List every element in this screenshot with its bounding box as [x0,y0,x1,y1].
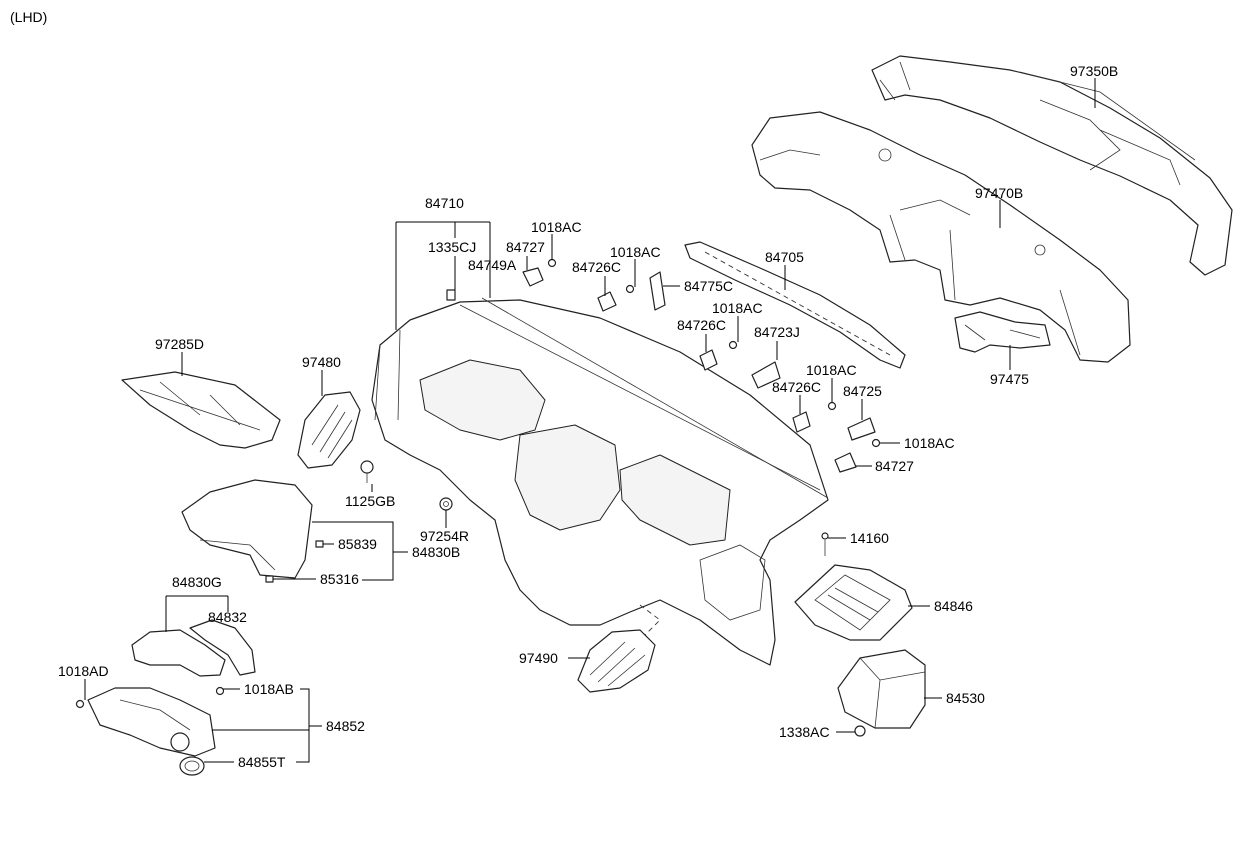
label-97490: 97490 [519,650,558,666]
ring-84855t-part [179,756,205,776]
glove-box-part [794,532,913,641]
label-84726C-3: 84726C [772,379,821,395]
label-84775C: 84775C [684,278,733,294]
label-84830B: 84830B [412,544,460,560]
variant-label: (LHD) [10,9,47,25]
label-1335CJ: 1335CJ [428,239,476,255]
label-1018AB: 1018AB [244,681,294,697]
label-84830G: 84830G [172,574,222,590]
label-1018AC-2: 1018AC [610,244,661,260]
label-97475: 97475 [990,371,1029,387]
label-1018AC-5: 1018AC [904,435,955,451]
label-97254R: 97254R [420,528,469,544]
label-85839: 85839 [338,536,377,552]
lower-panel-part [121,371,281,449]
label-1018AC-3: 1018AC [712,300,763,316]
label-84723J: 84723J [754,324,800,340]
label-84855T: 84855T [238,754,286,770]
clip-97254r-part [439,497,453,511]
vent-left-part [297,391,361,469]
vent-center-part [577,629,656,693]
column-shroud-upper-part [131,619,256,677]
label-84726C-2: 84726C [677,317,726,333]
label-14160: 14160 [850,530,889,546]
label-1338AC: 1338AC [779,724,830,740]
label-85316: 85316 [320,571,359,587]
passenger-airbag-part [837,649,926,737]
label-97480: 97480 [302,354,341,370]
bracket-hardware-part [446,258,881,473]
part-labels: 97350B 97470B 97475 84710 1335CJ 84749A … [58,63,1118,770]
label-1125GB: 1125GB [345,493,395,509]
label-84726C-1: 84726C [572,259,621,275]
label-84727-bottom: 84727 [875,458,914,474]
duct-side-part [954,311,1051,353]
cluster-hood-part [181,479,324,583]
leader-lines [84,78,1096,763]
bolt-1125gb-part [360,460,374,483]
label-1018AD: 1018AD [58,663,109,679]
label-97350B: 97350B [1070,63,1118,79]
label-1018AC-1: 1018AC [531,219,582,235]
duct-upper-part [871,55,1233,276]
label-84852: 84852 [326,718,365,734]
label-84710: 84710 [425,195,464,211]
label-1018AC-4: 1018AC [806,362,857,378]
defroster-grille-part [684,241,906,369]
label-84749A: 84749A [468,257,517,273]
label-84705: 84705 [765,249,804,265]
column-shroud-lower-part [75,686,225,757]
label-84832: 84832 [208,609,247,625]
label-84846: 84846 [934,598,973,614]
label-84725: 84725 [843,383,882,399]
crash-pad-part [371,297,829,666]
duct-lower-part [751,111,1131,363]
label-84530: 84530 [946,690,985,706]
label-97285D: 97285D [155,336,204,352]
label-84727-top: 84727 [506,239,545,255]
label-97470B: 97470B [975,185,1023,201]
